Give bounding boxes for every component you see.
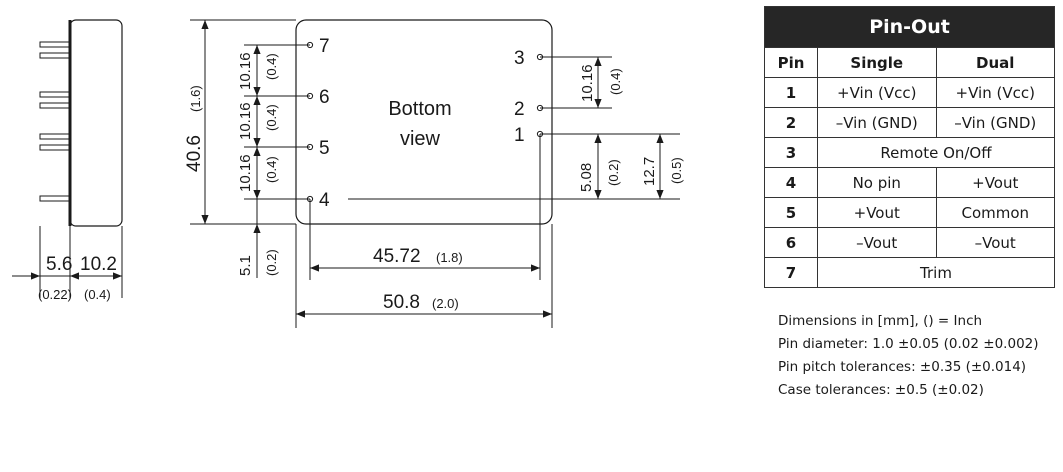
mechanical-drawing: 5.6 (0.22) 10.2 (0.4) Bottom view 7 6 5 …: [12, 19, 684, 328]
header-pin: Pin: [764, 47, 818, 78]
pins-right: 3 2 1: [514, 48, 544, 146]
header-single: Single: [817, 47, 937, 78]
dim-pitch-in-2: (0.4): [264, 104, 279, 131]
bottom-view: Bottom view 7 6 5 4 3 2 1 40.6 (1.6): [184, 19, 684, 328]
note-pin-diameter: Pin diameter: 1.0 ±0.05 (0.02 ±0.002): [778, 336, 1039, 352]
pins-left: 7 6 5 4: [306, 36, 330, 211]
note-units: Dimensions in [mm], () = Inch: [778, 313, 983, 329]
table-row: 1 +Vin (Vcc) +Vin (Vcc): [764, 77, 1055, 108]
dim-pitch-mm-1: 10.16: [237, 52, 254, 90]
pin-cell: 3: [764, 137, 818, 168]
dual-cell: –Vin (GND): [935, 107, 1055, 138]
pin-cell: 7: [764, 257, 818, 288]
side-view: 5.6 (0.22) 10.2 (0.4): [12, 19, 123, 302]
pin-label-6: 6: [319, 87, 330, 108]
pin-cell: 2: [764, 107, 818, 138]
pin-label-4: 4: [319, 190, 330, 211]
pinout-table: Pin-Out Pin Single Dual 1 +Vin (Vcc) +Vi…: [764, 6, 1055, 288]
dim-thickness-mm: 5.6: [46, 254, 72, 275]
single-cell: +Vin (Vcc): [817, 77, 937, 108]
table-row: 6 –Vout –Vout: [764, 227, 1055, 258]
dim-height-mm: 40.6: [184, 135, 205, 172]
pin-label-3: 3: [514, 48, 525, 69]
pin-cell: 5: [764, 197, 818, 228]
table-row: 4 No pin +Vout: [764, 167, 1055, 198]
dim-depth-in: (0.4): [84, 287, 111, 302]
header-dual: Dual: [935, 47, 1055, 78]
pin-label-1: 1: [514, 125, 525, 146]
table-row: 7 Trim: [764, 257, 1055, 288]
side-view-body: [69, 19, 123, 227]
dim-pitch-in-1: (0.4): [264, 53, 279, 80]
dim-pitch-mm-2: 10.16: [237, 102, 254, 140]
dim-pin1-offset-mm: 5.08: [578, 163, 595, 192]
dim-height-in: (1.6): [188, 85, 203, 112]
single-cell: –Vin (GND): [817, 107, 937, 138]
merged-cell: Trim: [817, 257, 1055, 288]
note-pin-pitch-tolerance: Pin pitch tolerances: ±0.35 (±0.014): [778, 359, 1027, 375]
single-cell: +Vout: [817, 197, 937, 228]
dimension-notes: Dimensions in [mm], () = Inch Pin diamet…: [778, 310, 1039, 402]
pin-cell: 6: [764, 227, 818, 258]
merged-cell: Remote On/Off: [817, 137, 1055, 168]
dim-pin-span-in: (1.8): [436, 250, 463, 265]
table-row: 5 +Vout Common: [764, 197, 1055, 228]
dim-pin4-offset-in: (0.2): [264, 249, 279, 276]
dim-thickness-in: (0.22): [38, 287, 72, 302]
dual-cell: Common: [935, 197, 1055, 228]
dual-cell: +Vout: [935, 167, 1055, 198]
dual-cell: +Vin (Vcc): [935, 77, 1055, 108]
note-case-tolerance: Case tolerances: ±0.5 (±0.02): [778, 382, 984, 398]
pinout-title: Pin-Out: [764, 6, 1055, 48]
bottom-view-label-1: Bottom: [388, 98, 451, 120]
pin-label-2: 2: [514, 99, 525, 120]
single-cell: –Vout: [817, 227, 937, 258]
pin-cell: 1: [764, 77, 818, 108]
dim-right-pitch-in: (0.4): [608, 68, 623, 95]
table-row: 3 Remote On/Off: [764, 137, 1055, 168]
pin-label-5: 5: [319, 138, 330, 159]
bottom-view-body: [295, 19, 553, 225]
dim-pitch-mm-3: 10.16: [237, 154, 254, 192]
pin-cell: 4: [764, 167, 818, 198]
dim-pin1-height-mm: 12.7: [641, 157, 658, 186]
bottom-view-label-2: view: [400, 128, 441, 150]
dim-pin-span-mm: 45.72: [373, 246, 421, 267]
pin-label-7: 7: [319, 36, 330, 57]
table-row: 2 –Vin (GND) –Vin (GND): [764, 107, 1055, 138]
side-view-pins: [39, 41, 71, 202]
dim-pin1-offset-in: (0.2): [606, 159, 621, 186]
dim-pin1-height-in: (0.5): [669, 157, 684, 184]
single-cell: No pin: [817, 167, 937, 198]
dual-cell: –Vout: [935, 227, 1055, 258]
dim-right-pitch-mm: 10.16: [579, 64, 596, 102]
dim-width-in: (2.0): [432, 296, 459, 311]
dim-depth-mm: 10.2: [80, 254, 117, 275]
dim-pin4-offset-mm: 5.1: [237, 255, 254, 276]
dim-width-mm: 50.8: [383, 292, 420, 313]
dim-pitch-in-3: (0.4): [264, 156, 279, 183]
